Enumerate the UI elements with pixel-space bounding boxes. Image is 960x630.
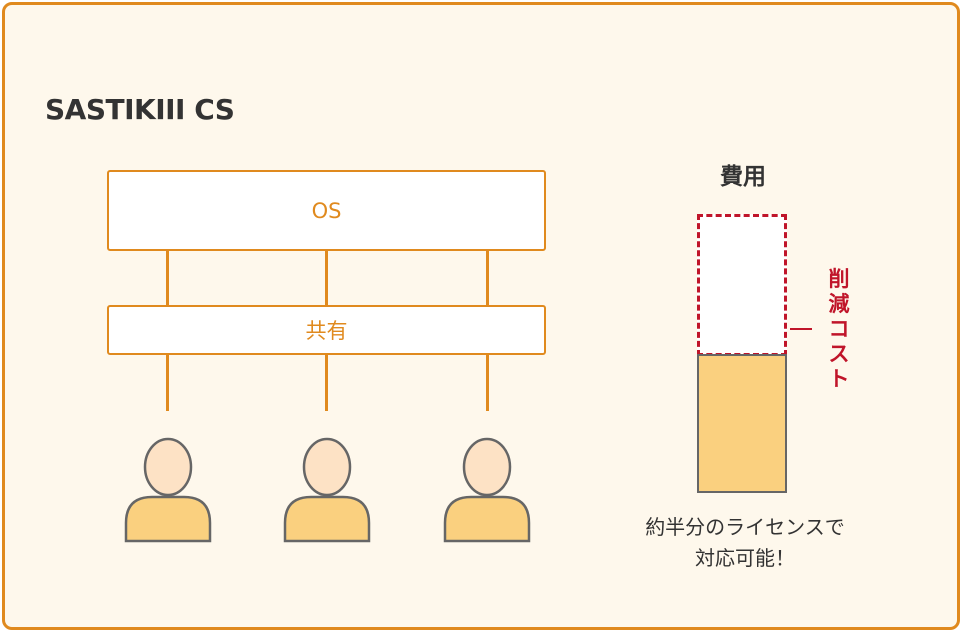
reduced-cost-area	[697, 214, 787, 356]
user-icon	[443, 437, 531, 543]
reduction-char: コ	[828, 317, 850, 341]
user-icon	[283, 437, 371, 543]
cost-label: 費用	[720, 164, 766, 190]
connector-line	[166, 355, 169, 411]
shared-label: 共有	[305, 319, 348, 343]
product-title: SASTIKIII CS	[45, 93, 235, 126]
connector-line	[486, 251, 489, 305]
user-icon	[124, 437, 212, 543]
cost-caption: 約半分のライセンスで 対応可能！	[605, 512, 885, 574]
connector-line	[325, 355, 328, 411]
shared-box: 共有	[107, 305, 546, 355]
reduction-char: 減	[828, 292, 850, 316]
reduction-char: ト	[828, 367, 850, 391]
os-label: OS	[311, 198, 342, 223]
reduction-char: ス	[828, 342, 850, 366]
reduction-label: 削 減 コ ス ト	[827, 267, 851, 392]
reduction-char: 削	[828, 267, 850, 291]
connector-line	[486, 355, 489, 411]
reduction-pointer	[790, 328, 812, 330]
remaining-cost-bar	[697, 354, 787, 493]
caption-line: 対応可能！	[695, 546, 795, 570]
os-box: OS	[107, 170, 546, 251]
caption-line: 約半分のライセンスで	[645, 515, 845, 539]
connector-line	[325, 251, 328, 305]
connector-line	[166, 251, 169, 305]
